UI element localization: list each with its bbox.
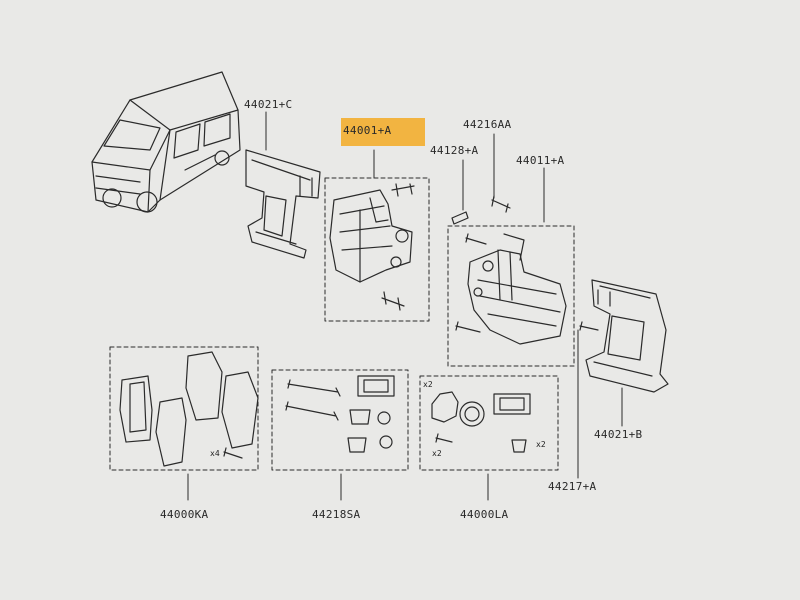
leader-lines	[187, 111, 623, 501]
seal-kit-drawing	[431, 391, 531, 453]
caliper-front-drawing	[329, 183, 415, 311]
label-caliper-assembly-rear[interactable]: 44011+A	[516, 154, 565, 167]
caliper-rear-drawing	[467, 233, 567, 345]
label-mounting-bolt[interactable]: 44217+A	[548, 480, 597, 493]
van-illustration	[91, 71, 241, 213]
label-caliper-bolt[interactable]: 44216AA	[463, 118, 512, 131]
label-pad-kit[interactable]: 44000KA	[160, 508, 209, 521]
brake-pads-drawing	[119, 351, 259, 467]
qty-pad-bolt: x4	[210, 449, 220, 458]
label-seal-kit[interactable]: 44000LA	[460, 508, 509, 521]
pin-boot-kit-drawing	[285, 375, 395, 453]
label-pin-boot-kit[interactable]: 44218SA	[312, 508, 361, 521]
label-caliper-assembly-front[interactable]: 44001+A	[343, 124, 392, 137]
caliper-support-rear-drawing	[585, 279, 669, 393]
qty-seal-small: x2	[432, 449, 442, 458]
label-caliper-support-front[interactable]: 44021+C	[244, 98, 293, 111]
qty-seal-ring: x2	[423, 380, 433, 389]
small-bolts	[451, 195, 599, 333]
highlight-marker	[341, 118, 425, 146]
label-caliper-support-rear[interactable]: 44021+B	[594, 428, 643, 441]
label-bleeder-screw[interactable]: 44128+A	[430, 144, 479, 157]
group-boxes	[109, 177, 575, 471]
caliper-support-front-drawing	[245, 149, 321, 259]
qty-seal-piston: x2	[536, 440, 546, 449]
